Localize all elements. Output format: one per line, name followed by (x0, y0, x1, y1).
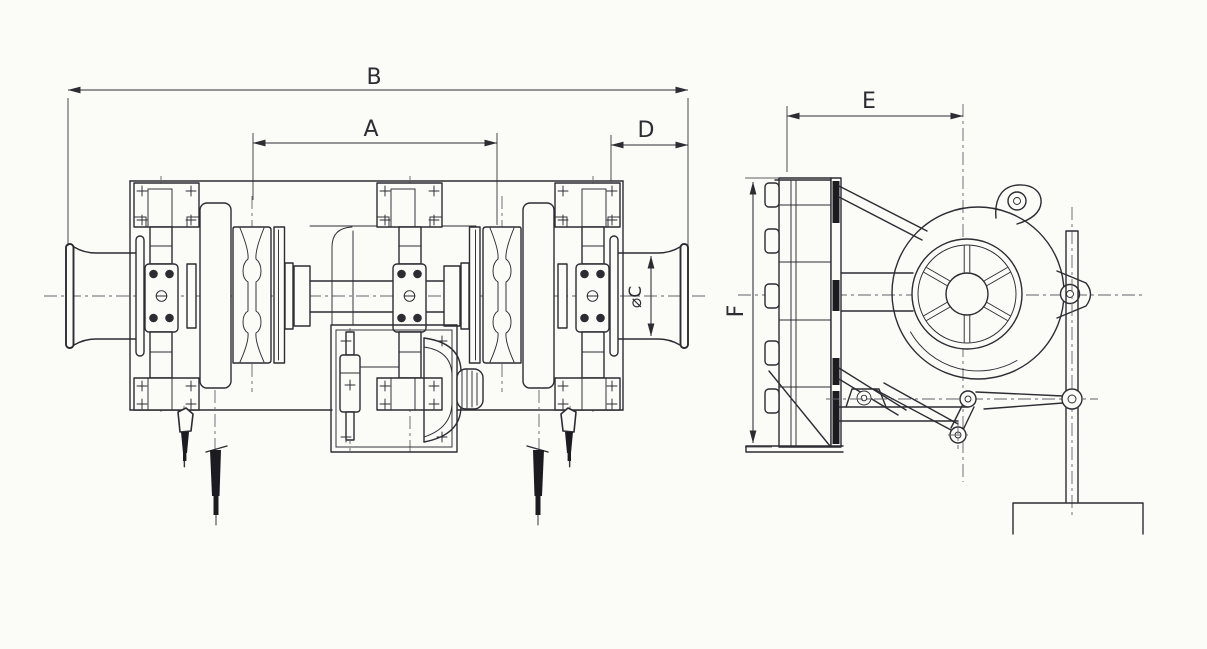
operating-rod (1061, 207, 1083, 517)
dim-label-F: F (724, 305, 749, 318)
dim-F: F (724, 177, 779, 448)
starboard-lifter-assembly (443, 175, 689, 526)
gear-housing (891, 184, 1092, 380)
front-view (44, 175, 706, 526)
dim-label-B: B (366, 65, 381, 90)
side-frame (838, 185, 969, 422)
center-bearing-tower (376, 176, 443, 452)
anchor-chain-links (177, 390, 228, 526)
dim-D: D (610, 118, 689, 181)
cable-lifter (186, 196, 311, 392)
dim-C: ⌀C (626, 255, 655, 337)
gypsy-wheel-side (745, 177, 844, 453)
handwheel-spokes (923, 245, 1011, 343)
bearing-tower (133, 176, 200, 416)
intermediate-shaft (309, 280, 445, 313)
port-lifter-assembly (65, 176, 311, 526)
brake-linkage (826, 382, 1098, 449)
dimensions: B A D ⌀C E F (67, 65, 964, 448)
dim-label-A: A (363, 117, 378, 142)
deck-box (1012, 502, 1144, 535)
dim-B: B (67, 65, 689, 252)
dim-label-C: ⌀C (626, 286, 646, 308)
dim-E: E (786, 89, 964, 172)
dim-A: A (252, 117, 498, 225)
warping-head (65, 235, 145, 357)
dim-label-D: D (638, 118, 655, 143)
side-view (738, 104, 1144, 535)
dim-label-E: E (862, 89, 876, 114)
top-lug (995, 184, 1042, 225)
side-lug (1056, 270, 1092, 319)
gearbox-drive-unit (330, 324, 484, 453)
motor-coupling (423, 337, 484, 443)
